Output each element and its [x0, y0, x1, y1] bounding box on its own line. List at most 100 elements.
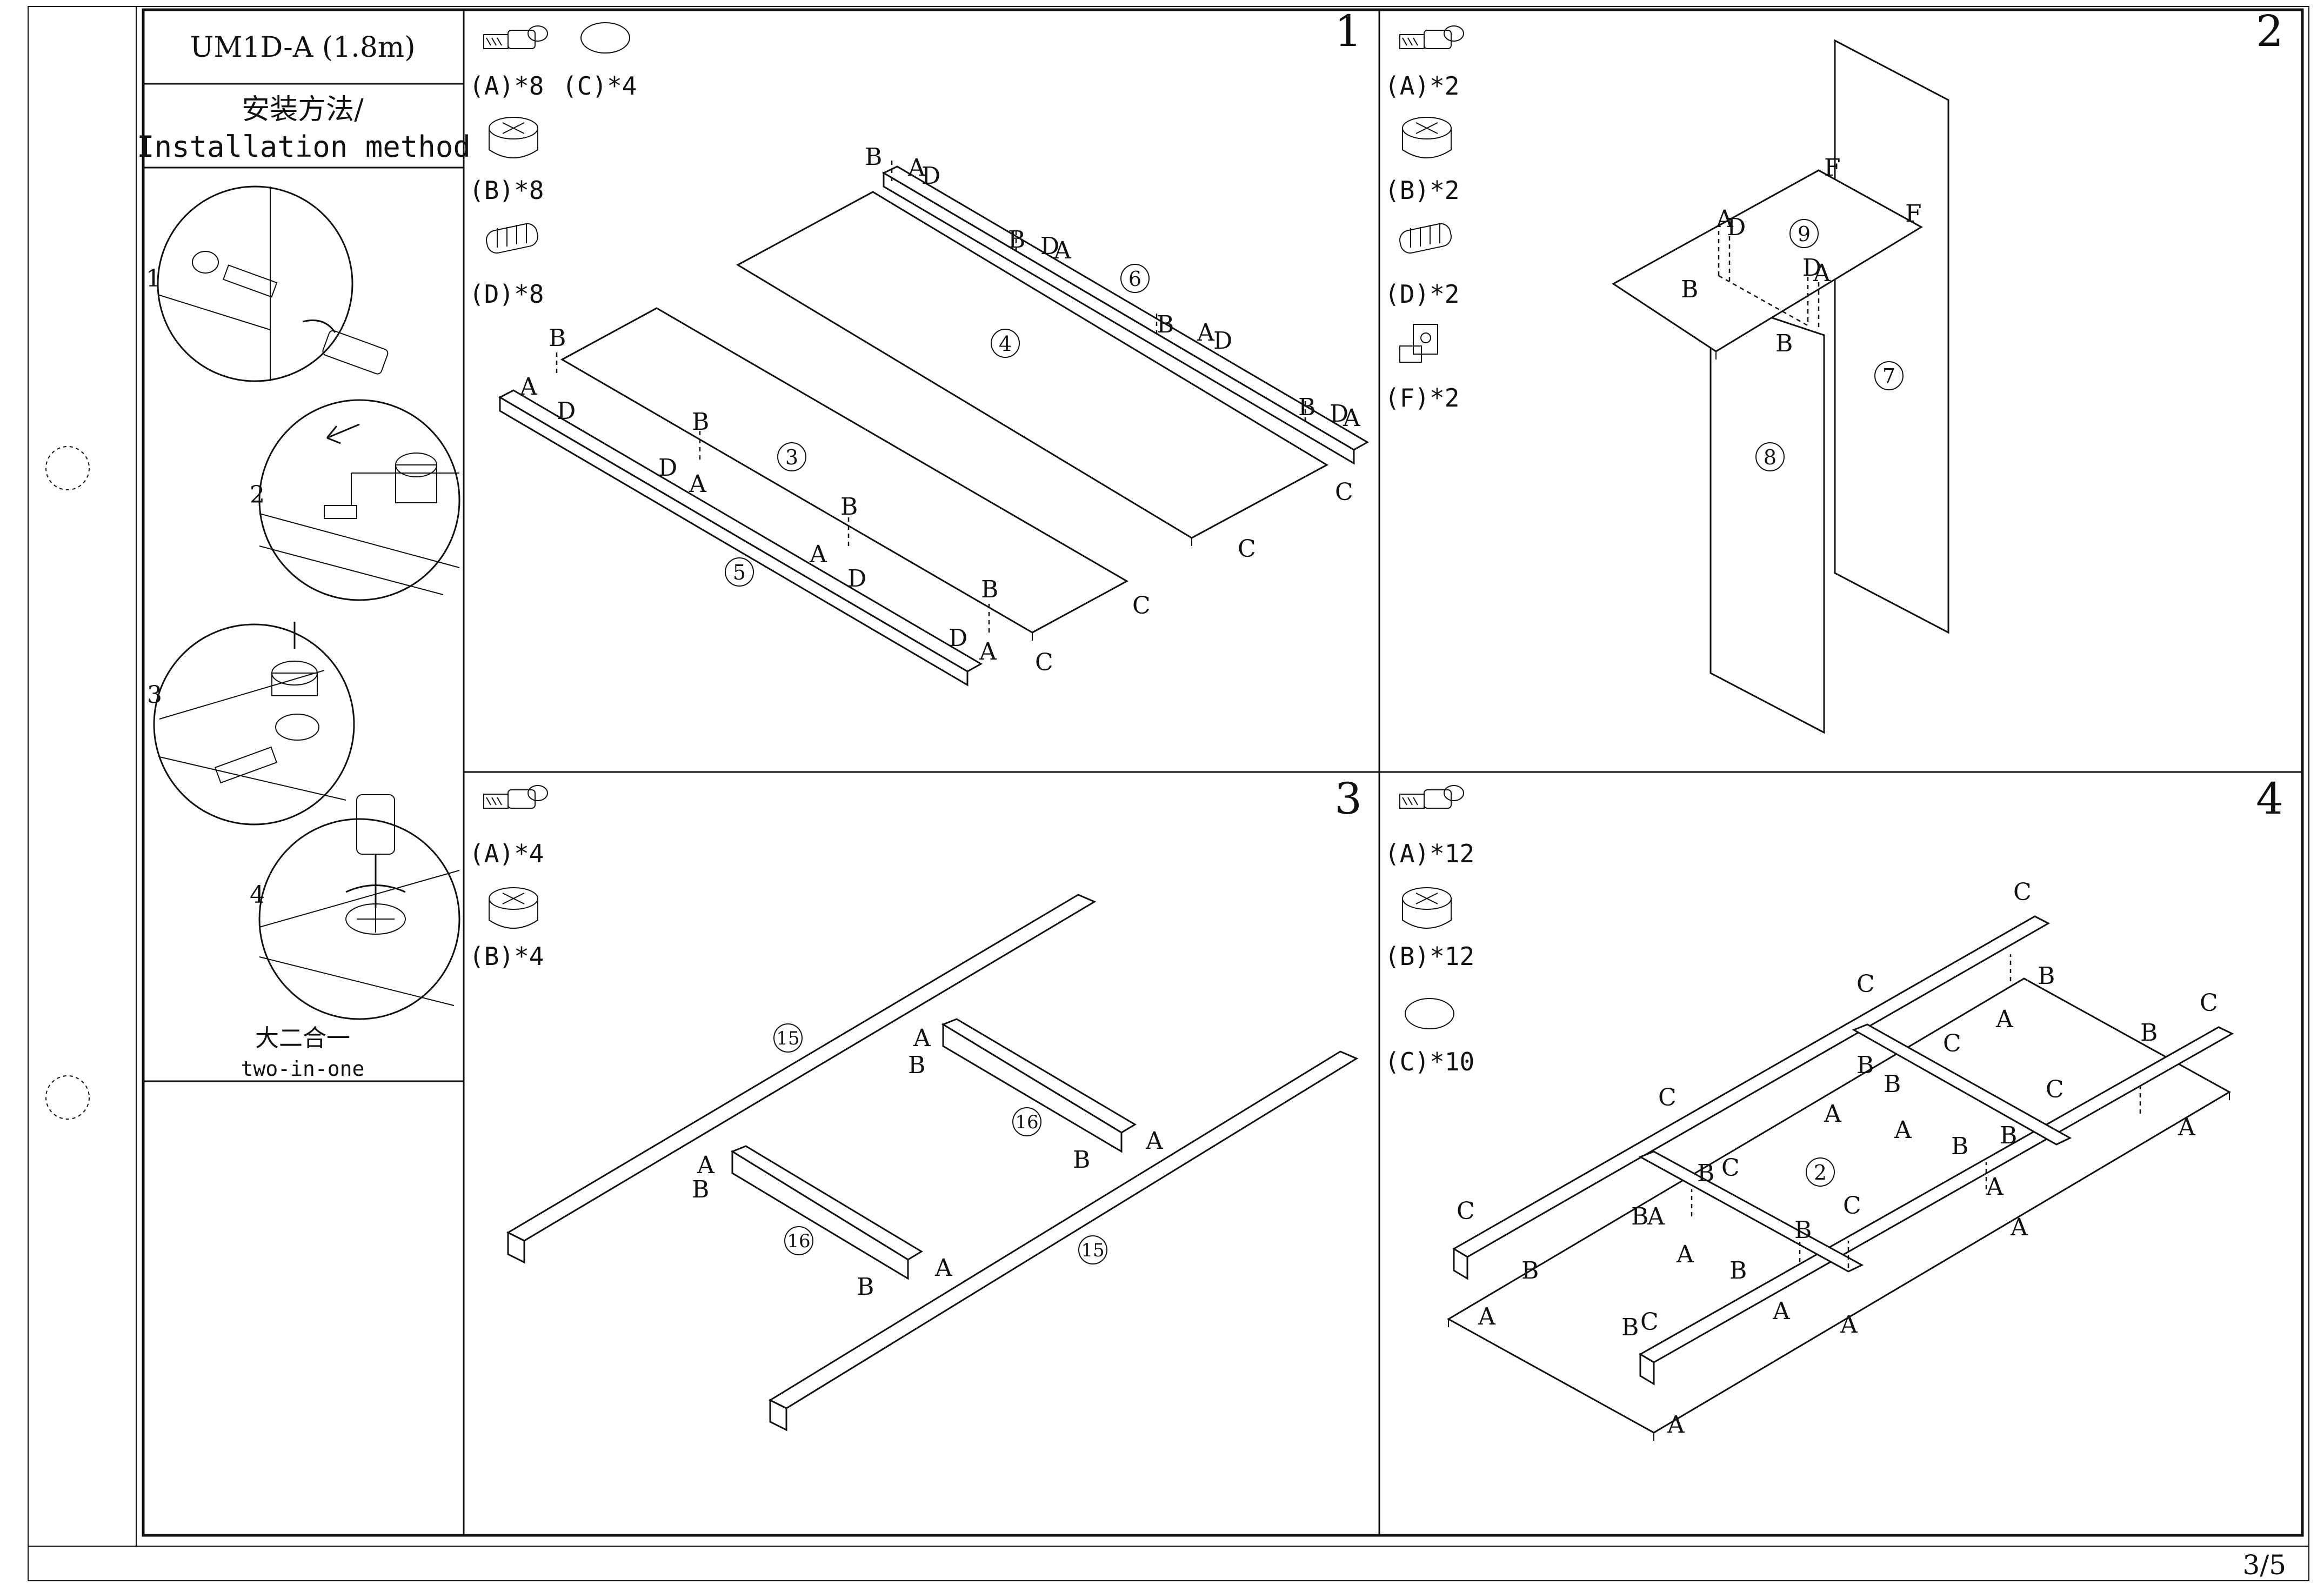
svg-text:A: A — [1840, 1311, 1858, 1339]
svg-text:(C)*4: (C)*4 — [562, 71, 637, 101]
step4-hardware: (A)*12 (B)*12 (C)*10 — [1385, 785, 1474, 1076]
step-number-1: 1 — [1334, 6, 1362, 56]
dowel-icon — [1397, 221, 1454, 256]
cam-bolt-icon — [1399, 25, 1464, 49]
svg-text:C: C — [1132, 592, 1151, 620]
two-in-one-cn: 大二合一 — [255, 1024, 350, 1052]
step2-hardware: (A)*2 (B)*2 (D)*2 (F)*2 — [1385, 25, 1464, 412]
step-number-2: 2 — [2256, 6, 2283, 56]
svg-text:C: C — [2013, 878, 2032, 906]
cam-lock-icon — [1402, 887, 1452, 929]
part-label: 6 — [1128, 267, 1141, 291]
svg-text:1: 1 — [146, 265, 161, 292]
svg-text:D: D — [557, 397, 576, 425]
svg-text:B: B — [692, 1176, 709, 1203]
svg-text:D: D — [949, 624, 967, 652]
svg-text:A: A — [1647, 1203, 1665, 1230]
svg-text:F: F — [1905, 200, 1922, 228]
svg-text:A: A — [1478, 1303, 1496, 1330]
part-label: 15 — [776, 1028, 799, 1049]
svg-text:A: A — [1197, 319, 1215, 347]
svg-text:D: D — [1213, 327, 1232, 355]
page-border — [28, 6, 2309, 1581]
svg-text:C: C — [1457, 1197, 1475, 1225]
svg-text:A: A — [934, 1254, 953, 1282]
cam-lock-icon — [489, 117, 538, 158]
svg-text:C: C — [2200, 989, 2218, 1017]
svg-text:(B)*4: (B)*4 — [469, 942, 544, 971]
cover-cap-icon — [1405, 998, 1454, 1029]
svg-text:B: B — [1521, 1257, 1539, 1284]
svg-text:D: D — [1330, 400, 1348, 428]
svg-text:(F)*2: (F)*2 — [1385, 383, 1459, 412]
svg-text:A: A — [1986, 1173, 2004, 1201]
panel-3 — [560, 307, 1129, 634]
svg-text:A: A — [1772, 1297, 1791, 1325]
sidebar-detail-1: 1 — [146, 185, 389, 382]
svg-text:A: A — [1715, 205, 1734, 233]
svg-text:D: D — [1802, 254, 1821, 282]
step-number-3: 3 — [1334, 774, 1362, 824]
svg-text:B: B — [840, 493, 858, 521]
svg-text:B: B — [2038, 962, 2055, 990]
panel-2 — [1446, 977, 2232, 1434]
sidebar-detail-4: 4 — [250, 794, 460, 1020]
cam-bolt-icon — [483, 785, 548, 809]
svg-text:A: A — [2010, 1214, 2028, 1241]
svg-text:B: B — [1775, 330, 1793, 357]
svg-text:B: B — [2140, 1019, 2158, 1047]
svg-text:(B)*12: (B)*12 — [1385, 942, 1474, 971]
svg-text:(B)*2: (B)*2 — [1385, 176, 1459, 205]
panel-8 — [1709, 296, 1825, 734]
svg-text:B: B — [1681, 276, 1698, 303]
svg-text:B: B — [1697, 1160, 1714, 1187]
svg-text:A: A — [1824, 1100, 1842, 1128]
panel-4 — [736, 191, 1329, 539]
step3-diagram: A B A B A B A B 15 15 16 16 — [506, 894, 1359, 1432]
page-number: 3/5 — [2243, 1549, 2286, 1581]
svg-text:D: D — [847, 565, 866, 593]
model-title: UM1D-A (1.8m) — [190, 31, 415, 64]
sidebar-detail-3: 3 — [147, 622, 355, 826]
svg-text:C: C — [1856, 970, 1875, 998]
step2-diagram: F F A D B D A B 9 7 8 — [1612, 39, 1949, 734]
cover-cap-icon — [580, 22, 630, 54]
svg-text:2: 2 — [250, 481, 265, 509]
svg-text:C: C — [1721, 1154, 1740, 1182]
method-title-en: Installation method — [137, 130, 471, 164]
svg-text:B: B — [1298, 394, 1315, 421]
part-label: 16 — [787, 1230, 810, 1252]
svg-text:A: A — [913, 1024, 931, 1052]
svg-text:B: B — [1008, 226, 1025, 254]
svg-text:A: A — [1813, 259, 1831, 287]
step-number-4: 4 — [2256, 774, 2283, 824]
svg-text:A: A — [1145, 1127, 1164, 1155]
part-label: 3 — [785, 445, 798, 469]
svg-text:B: B — [857, 1273, 874, 1301]
svg-text:B: B — [1856, 1051, 1874, 1079]
svg-text:F: F — [1824, 154, 1841, 182]
svg-text:A: A — [1676, 1241, 1694, 1268]
svg-text:(A)*12: (A)*12 — [1385, 839, 1474, 868]
svg-text:B: B — [1157, 311, 1174, 338]
svg-text:C: C — [1335, 478, 1353, 506]
svg-text:A: A — [907, 154, 926, 182]
bracket-icon — [1399, 324, 1438, 363]
svg-text:B: B — [1729, 1257, 1747, 1284]
svg-text:C: C — [1035, 649, 1053, 676]
svg-text:D: D — [658, 454, 677, 482]
punch-hole — [45, 446, 90, 490]
svg-text:A: A — [2178, 1114, 2196, 1141]
svg-text:B: B — [1631, 1203, 1648, 1230]
svg-text:B: B — [1951, 1133, 1968, 1160]
step1-hardware: (A)*8 (C)*4 (B)*8 (D)*8 — [469, 22, 637, 309]
svg-text:B: B — [981, 576, 998, 603]
svg-text:A: A — [1053, 237, 1072, 264]
step4-diagram: C B A C C B C B B A A C B B A A A C B C … — [1446, 878, 2234, 1441]
svg-text:D: D — [1040, 232, 1059, 260]
method-title-cn: 安装方法/ — [242, 94, 364, 126]
svg-text:(D)*8: (D)*8 — [469, 279, 544, 309]
part-label: 9 — [1798, 222, 1811, 246]
svg-text:B: B — [908, 1051, 925, 1079]
svg-text:B: B — [1621, 1314, 1639, 1341]
